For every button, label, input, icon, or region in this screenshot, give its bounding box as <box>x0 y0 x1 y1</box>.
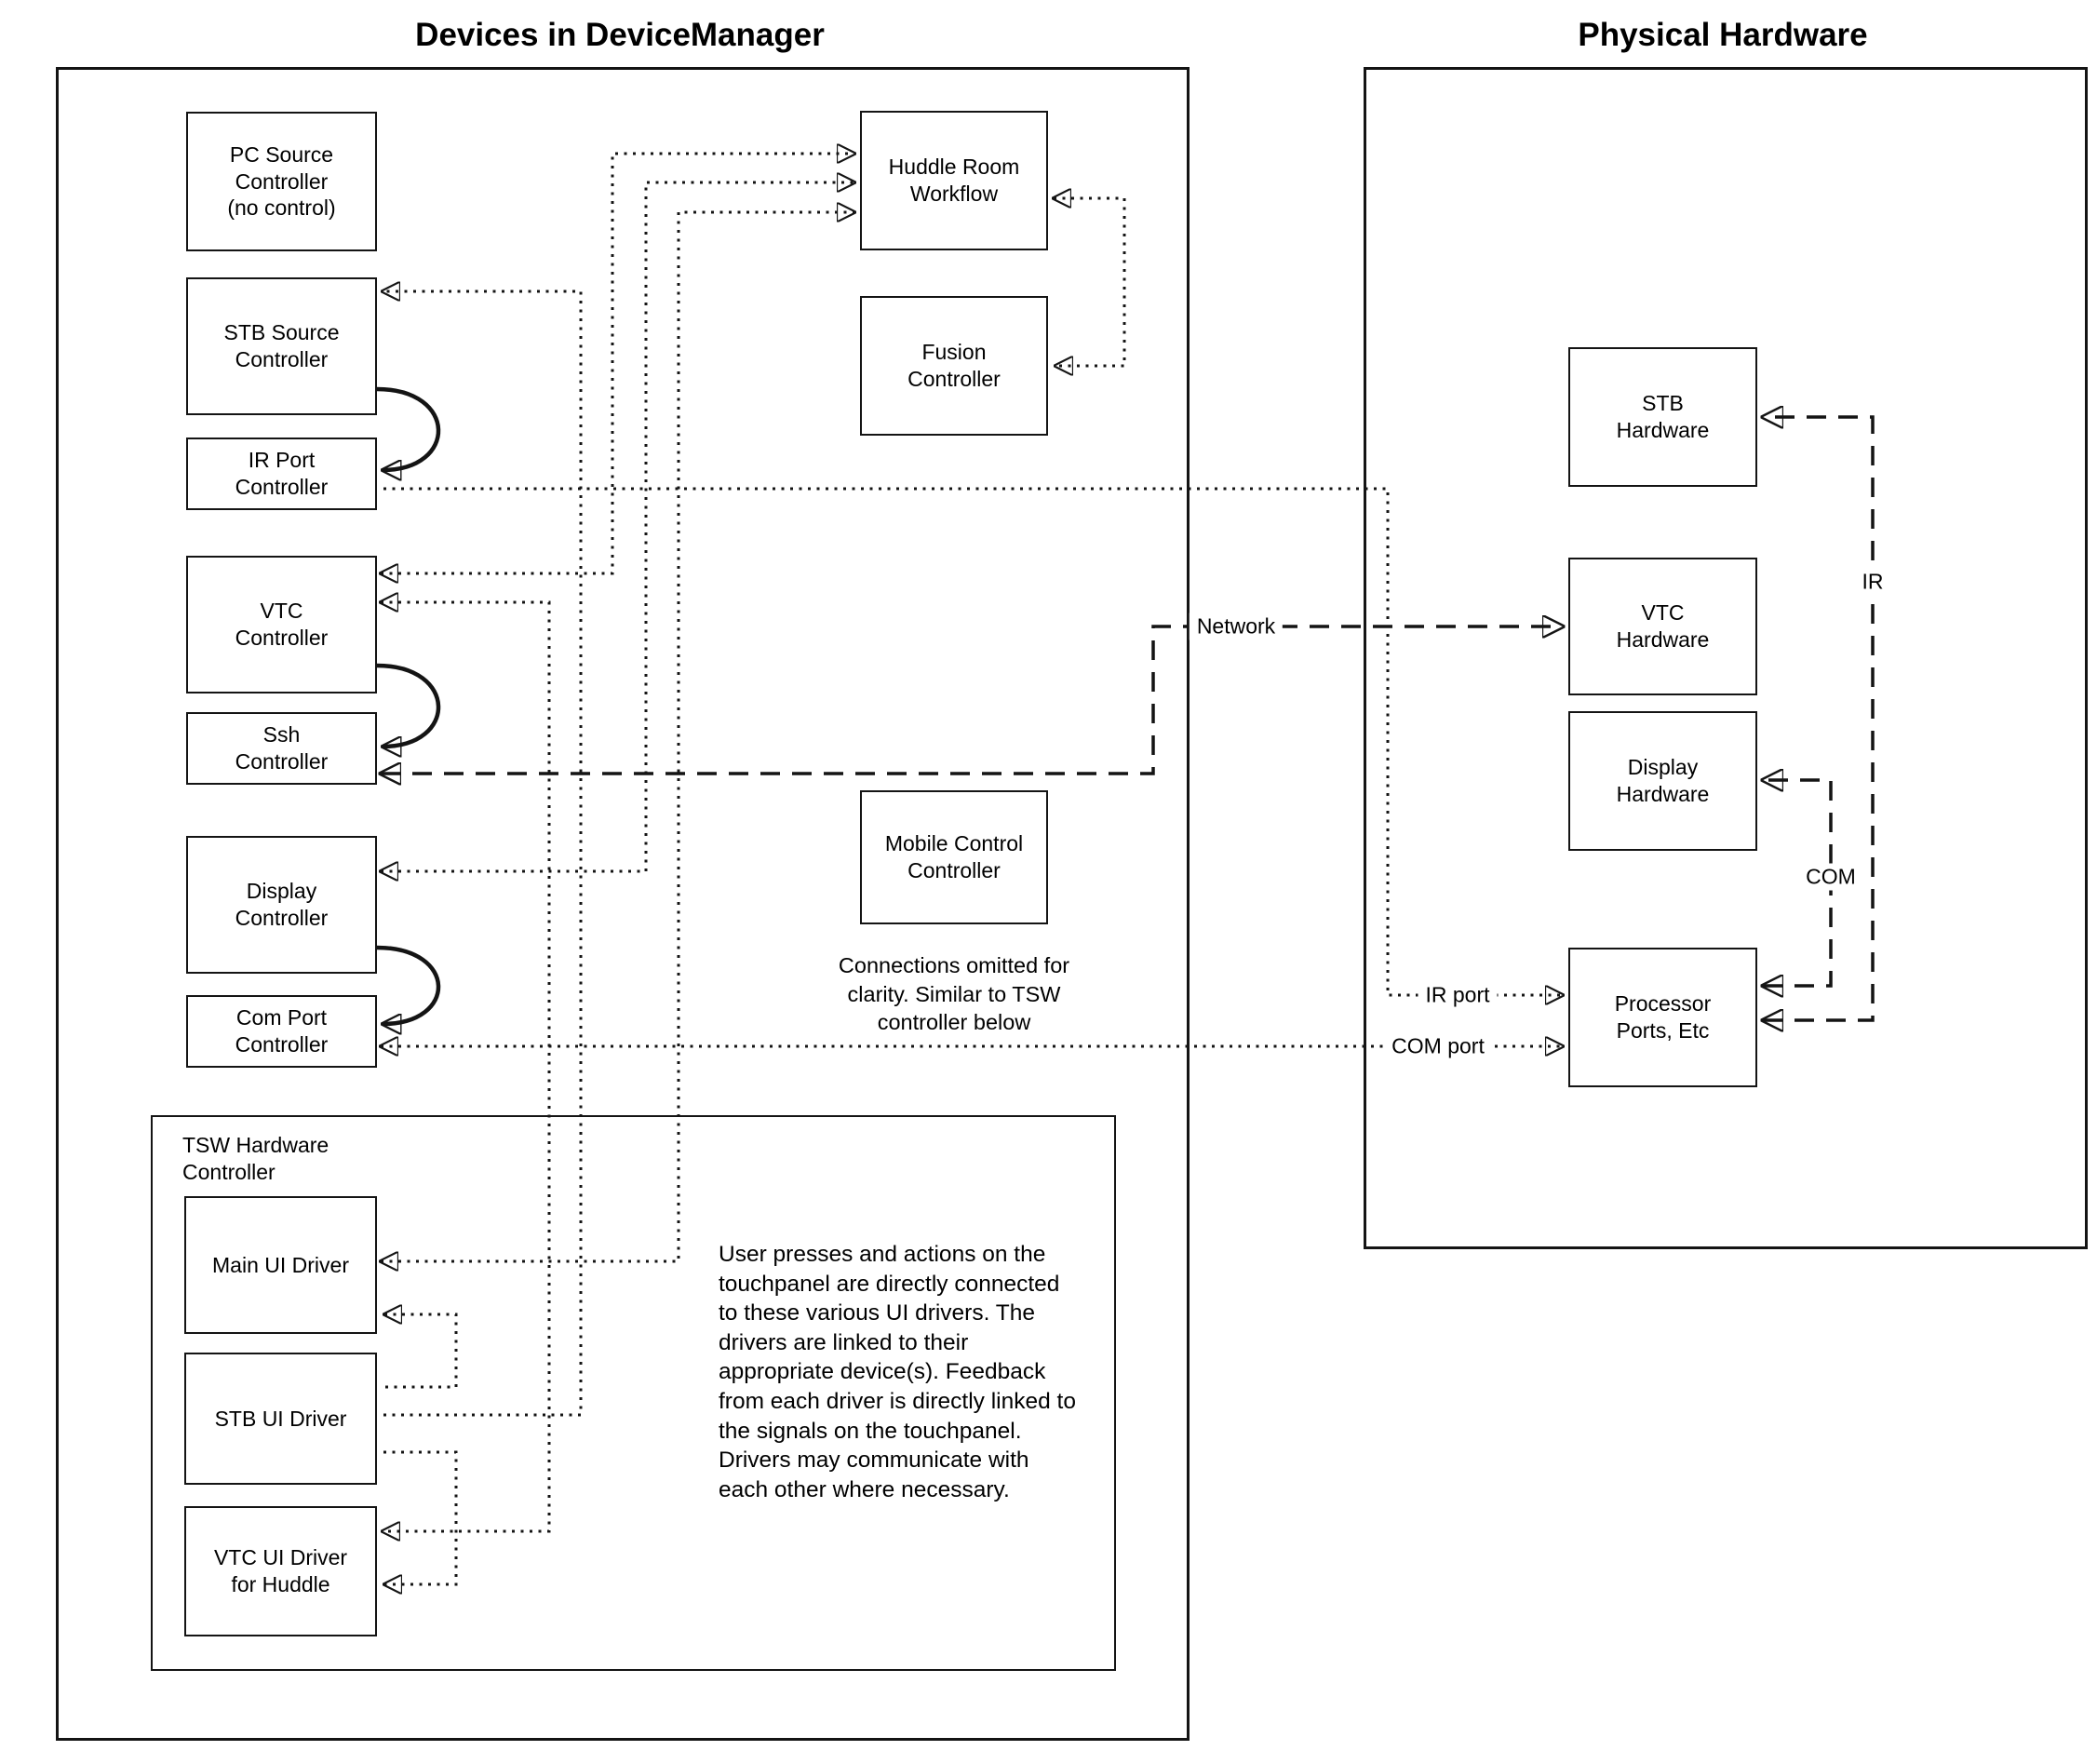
node-main-ui-driver: Main UI Driver <box>184 1196 377 1334</box>
tsw-container-label: TSW Hardware Controller <box>182 1133 329 1184</box>
left-container-title: Devices in DeviceManager <box>415 17 825 53</box>
tsw-description-paragraph: User presses and actions on the touchpan… <box>719 1242 1076 1502</box>
com-line-label: COM <box>1798 863 1863 891</box>
node-ir-port-controller: IR Port Controller <box>186 438 377 510</box>
device-manager-container <box>56 67 1190 1741</box>
ir-line-label: IR <box>1854 568 1891 596</box>
connection-stb-ui-to-vtc-ui <box>383 1450 458 1584</box>
mobile-control-note: Connections omitted for clarity. Similar… <box>838 953 1070 1035</box>
node-ssh-controller: Ssh Controller <box>186 712 377 785</box>
physical-hardware-container <box>1364 67 2088 1249</box>
node-vtc-ui-driver: VTC UI Driver for Huddle <box>184 1506 377 1636</box>
node-display-hardware: Display Hardware <box>1568 711 1757 851</box>
connection-ssh-network-vtc-hardware <box>381 626 1563 774</box>
node-com-port-controller: Com Port Controller <box>186 995 377 1068</box>
tsw-hardware-controller-container <box>151 1115 1116 1671</box>
node-vtc-hardware: VTC Hardware <box>1568 558 1757 695</box>
connection-stb-ui-to-stb-source <box>383 291 583 1417</box>
node-stb-source-controller: STB Source Controller <box>186 277 377 415</box>
node-display-controller: Display Controller <box>186 836 377 974</box>
connection-huddle-fusion <box>1054 198 1126 366</box>
node-fusion-controller: Fusion Controller <box>860 296 1048 436</box>
node-huddle-room-workflow: Huddle Room Workflow <box>860 111 1048 250</box>
connection-stb-ui-to-main-ui <box>384 1314 458 1389</box>
node-pc-source-controller: PC Source Controller (no control) <box>186 112 377 251</box>
node-processor-ports: Processor Ports, Etc <box>1568 948 1757 1087</box>
network-line-label: Network <box>1189 613 1284 640</box>
node-mobile-control-controller: Mobile Control Controller <box>860 790 1048 924</box>
node-stb-ui-driver: STB UI Driver <box>184 1353 377 1485</box>
node-vtc-controller: VTC Controller <box>186 556 377 693</box>
com-port-line-label: COM port <box>1384 1032 1492 1060</box>
ir-port-line-label: IR port <box>1418 981 1498 1009</box>
node-stb-hardware: STB Hardware <box>1568 347 1757 487</box>
right-container-title: Physical Hardware <box>1578 17 1868 53</box>
connection-processor-ir-stb-hardware <box>1763 417 1875 1020</box>
